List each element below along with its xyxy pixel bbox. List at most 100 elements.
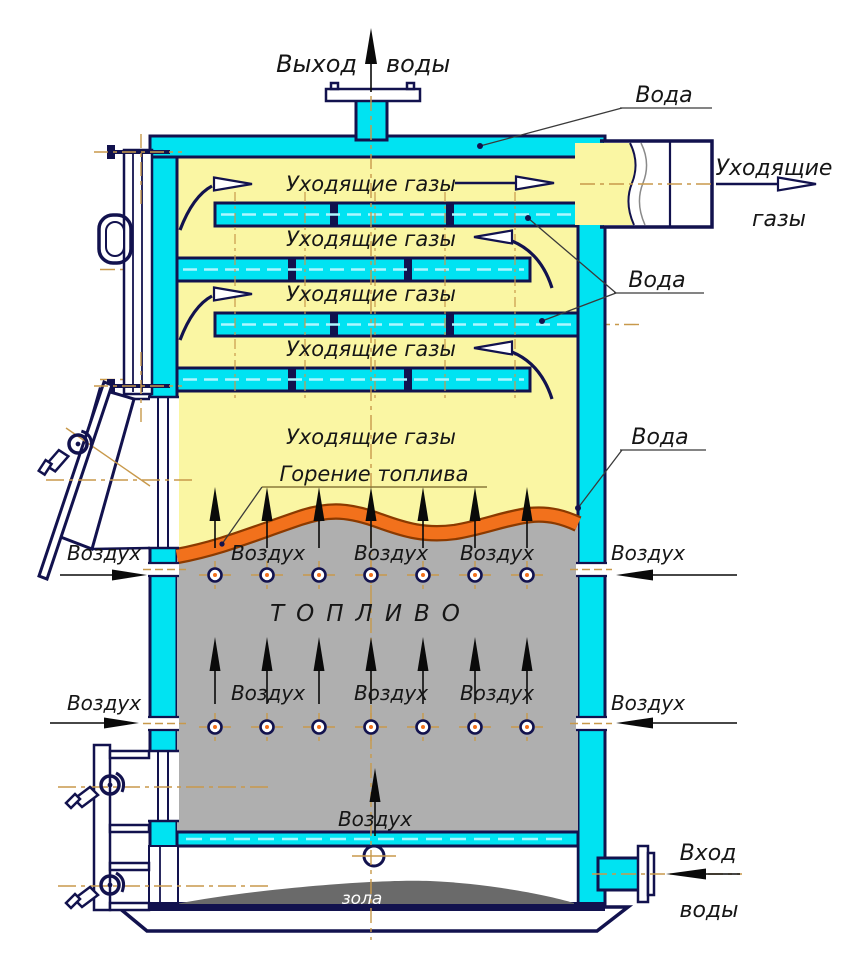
label-flue-firebox: Уходящие газы — [286, 425, 456, 449]
flow-arrow-left-2 — [473, 229, 514, 245]
air-inlet-gaps — [143, 561, 612, 732]
leader-water-3 — [575, 449, 706, 511]
water-out-arrow — [365, 28, 377, 64]
break-line-2 — [638, 142, 648, 226]
label-water-out-2: воды — [386, 50, 450, 78]
air-hole — [459, 561, 491, 589]
latch-icon-mid — [64, 771, 125, 810]
label-air-bottom: Воздух — [338, 807, 412, 831]
air-up-arrows-row-1 — [209, 487, 533, 548]
label-air-right-1: Воздух — [611, 541, 685, 565]
door-lever — [37, 380, 114, 581]
tube-column-centerlines — [234, 192, 516, 400]
break-line-1 — [627, 142, 637, 226]
label-air-in-1c: Воздух — [460, 541, 534, 565]
label-air-in-1a: Воздух — [231, 541, 305, 565]
water-jacket-right-wall — [576, 134, 607, 910]
exhaust-arrow — [776, 176, 817, 192]
water-in-arrow — [666, 868, 706, 880]
air-hole — [407, 713, 439, 741]
loading-door — [37, 380, 151, 581]
air-arrow-right-2 — [616, 717, 653, 729]
ash-door-opening — [148, 749, 179, 904]
air-hole — [459, 713, 491, 741]
door-latch-centerlines — [46, 134, 192, 487]
air-hole — [251, 713, 283, 741]
water-outlet-flange — [324, 87, 422, 103]
lower-latch-centerlines — [58, 786, 268, 887]
air-arrow-left-2 — [104, 717, 139, 729]
air-arrow-left-1 — [112, 569, 147, 581]
air-gap-left-1 — [143, 561, 186, 578]
label-ash: зола — [342, 889, 383, 909]
label-exhaust-2: газы — [752, 207, 806, 232]
label-air-in-2b: Воздух — [354, 681, 428, 705]
flow-arc-1 — [178, 184, 213, 231]
air-hole — [251, 561, 283, 589]
label-burning: Горение топлива — [280, 462, 469, 486]
label-air-right-2: Воздух — [611, 691, 685, 715]
boiler-bottom-edge — [150, 902, 605, 911]
air-side-arrows — [50, 569, 740, 880]
label-water-mid: Вода — [628, 268, 685, 293]
upper-left-door-panel — [97, 145, 170, 396]
label-water-top: Вода — [635, 83, 692, 108]
label-flue-row-1: Уходящие газы — [286, 172, 456, 196]
fuel-region — [177, 511, 578, 833]
air-up-arrows-row-2 — [209, 637, 533, 704]
flow-arrow-right-1 — [514, 175, 555, 191]
leader-lines — [219, 107, 712, 547]
latch-icon-upper — [36, 429, 94, 477]
air-hole — [199, 561, 231, 589]
air-hole — [355, 561, 387, 589]
air-hole — [355, 713, 387, 741]
label-air-in-2a: Воздух — [231, 681, 305, 705]
label-flue-row-3: Уходящие газы — [286, 282, 456, 306]
flue-tube-bank — [175, 192, 580, 400]
air-holes-row-1 — [199, 561, 543, 589]
air-gap-right-2 — [570, 715, 612, 732]
air-hole — [303, 713, 335, 741]
air-hole — [511, 713, 543, 741]
air-hole — [407, 561, 439, 589]
flow-arc-3 — [178, 294, 213, 341]
label-flue-row-4: Уходящие газы — [286, 337, 456, 361]
flue-tube-row-4 — [175, 366, 532, 393]
leader-water-2 — [525, 215, 704, 324]
flue-tube-row-1 — [213, 201, 580, 228]
label-air-left-2: Воздух — [67, 691, 141, 715]
flow-arc-2 — [511, 239, 554, 289]
leader-burning — [219, 486, 487, 547]
label-water-in-1: Вход — [680, 841, 737, 866]
text-labels: Выход воды Вода Вода Вода Уходящие газы … — [67, 50, 832, 923]
flue-tube-row-3 — [213, 311, 580, 338]
air-gap-left-2 — [143, 715, 186, 732]
damper-hole — [352, 844, 396, 868]
air-arrow-right-1 — [616, 569, 653, 581]
air-hole — [199, 713, 231, 741]
label-water-right: Вода — [631, 425, 688, 450]
label-water-in-2: воды — [679, 898, 738, 923]
flue-flow-arrows — [178, 175, 817, 400]
leader-water-1 — [477, 107, 712, 149]
ash-mound — [176, 880, 574, 904]
air-hole — [511, 561, 543, 589]
flue-tube-row-2 — [175, 256, 532, 283]
label-flue-row-2: Уходящие газы — [286, 227, 456, 251]
flow-arc-4 — [511, 350, 554, 400]
label-air-in-1b: Воздух — [354, 541, 428, 565]
label-water-out-1: Выход — [276, 50, 357, 78]
latch-icon-bottom — [64, 871, 125, 910]
air-up-arrow-bottom — [369, 768, 381, 836]
air-holes-row-2 — [199, 713, 543, 741]
loading-door-opening — [148, 395, 179, 550]
air-hole — [303, 561, 335, 589]
label-air-in-2c: Воздух — [460, 681, 534, 705]
label-air-left-1: Воздух — [67, 541, 141, 565]
label-fuel: ТОПЛИВО — [270, 601, 472, 627]
air-gap-right-1 — [570, 561, 612, 578]
label-exhaust-1: Уходящие — [716, 156, 833, 181]
door-handle-loop — [97, 213, 133, 265]
